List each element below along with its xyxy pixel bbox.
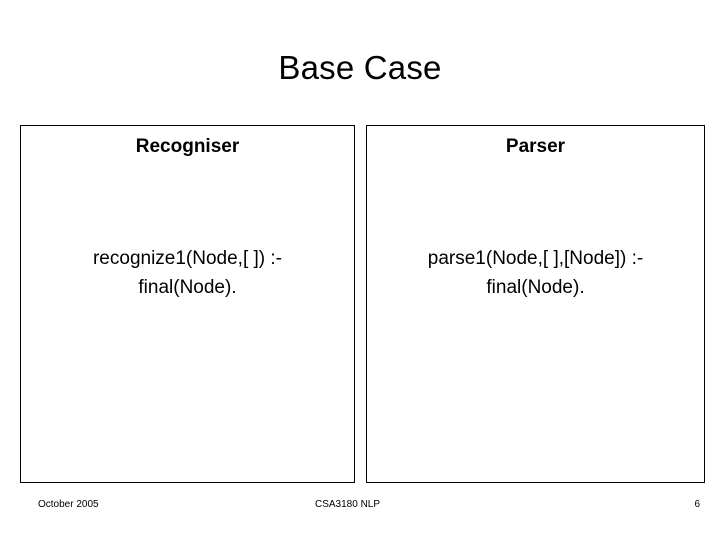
table-cell-recogniser: Recogniser recognize1(Node,[ ]) :- final… — [20, 125, 355, 483]
footer-course-label: CSA3180 NLP — [315, 499, 381, 510]
code-block-parser: parse1(Node,[ ],[Node]) :- final(Node). — [367, 244, 704, 302]
page-title: Base Case — [278, 49, 442, 86]
slide-footer: October 2005 CSA3180 NLP 6 — [0, 495, 720, 515]
code-block-recogniser: recognize1(Node,[ ]) :- final(Node). — [21, 244, 354, 302]
code-line: parse1(Node,[ ],[Node]) :- — [427, 248, 644, 269]
column-header-parser: Parser — [505, 136, 566, 157]
footer-date: October 2005 — [38, 499, 99, 510]
comparison-table: Recogniser recognize1(Node,[ ]) :- final… — [20, 125, 705, 483]
footer-page-number: 6 — [694, 499, 700, 510]
code-line: final(Node). — [486, 277, 585, 298]
column-header-recogniser: Recogniser — [135, 136, 240, 157]
code-line: recognize1(Node,[ ]) :- — [92, 248, 283, 269]
table-cell-parser: Parser parse1(Node,[ ],[Node]) :- final(… — [366, 125, 705, 483]
code-line: final(Node). — [138, 277, 237, 298]
